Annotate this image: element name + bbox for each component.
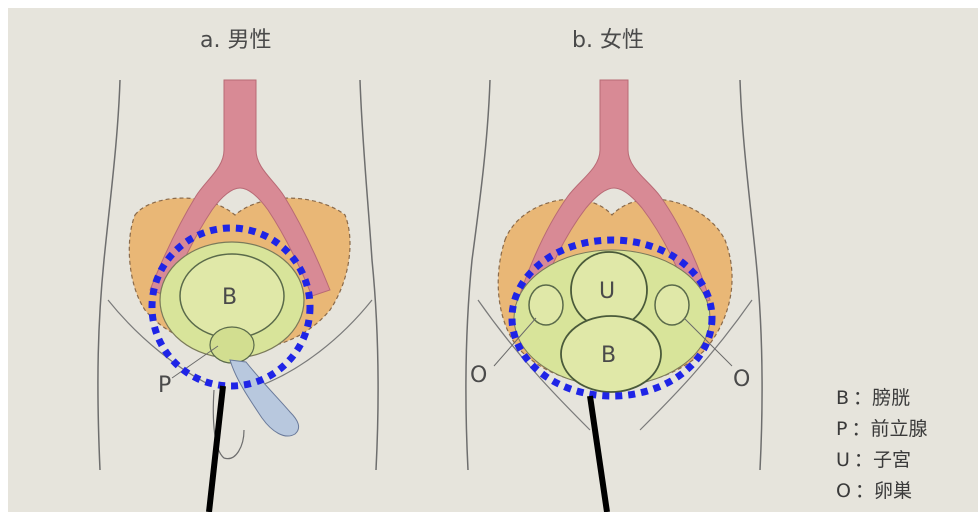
legend-sep: ： (851, 418, 870, 440)
legend-text: 卵巣 (874, 480, 912, 502)
legend-key: P (836, 418, 847, 440)
legend-item-uterus: U：子宮 (836, 449, 911, 471)
female-ovary-right (655, 285, 689, 325)
legend-sep: ： (855, 480, 874, 502)
male-bladder-label: B (222, 285, 237, 310)
male-prostate (210, 327, 254, 363)
legend-sep: ： (853, 387, 872, 409)
legend-key: U (836, 449, 850, 471)
female-bladder-label: B (601, 343, 616, 368)
female-ovary-left-label: O (470, 363, 487, 388)
legend-text: 膀胱 (872, 387, 910, 409)
female-panel-title: b. 女性 (572, 28, 644, 53)
male-prostate-label: P (158, 373, 171, 398)
legend-key: B (836, 387, 849, 409)
female-uterus-label: U (599, 279, 615, 304)
legend-text: 前立腺 (870, 418, 927, 440)
legend-text: 子宮 (873, 449, 911, 471)
legend-key: O (836, 480, 851, 502)
legend-sep: ： (854, 449, 873, 471)
legend-item-ovary: O：卵巣 (836, 480, 912, 502)
male-panel-title: a. 男性 (200, 28, 271, 53)
female-ovary-right-label: O (733, 367, 750, 392)
legend-item-bladder: B：膀胱 (836, 387, 910, 409)
female-ovary-left (529, 285, 563, 325)
